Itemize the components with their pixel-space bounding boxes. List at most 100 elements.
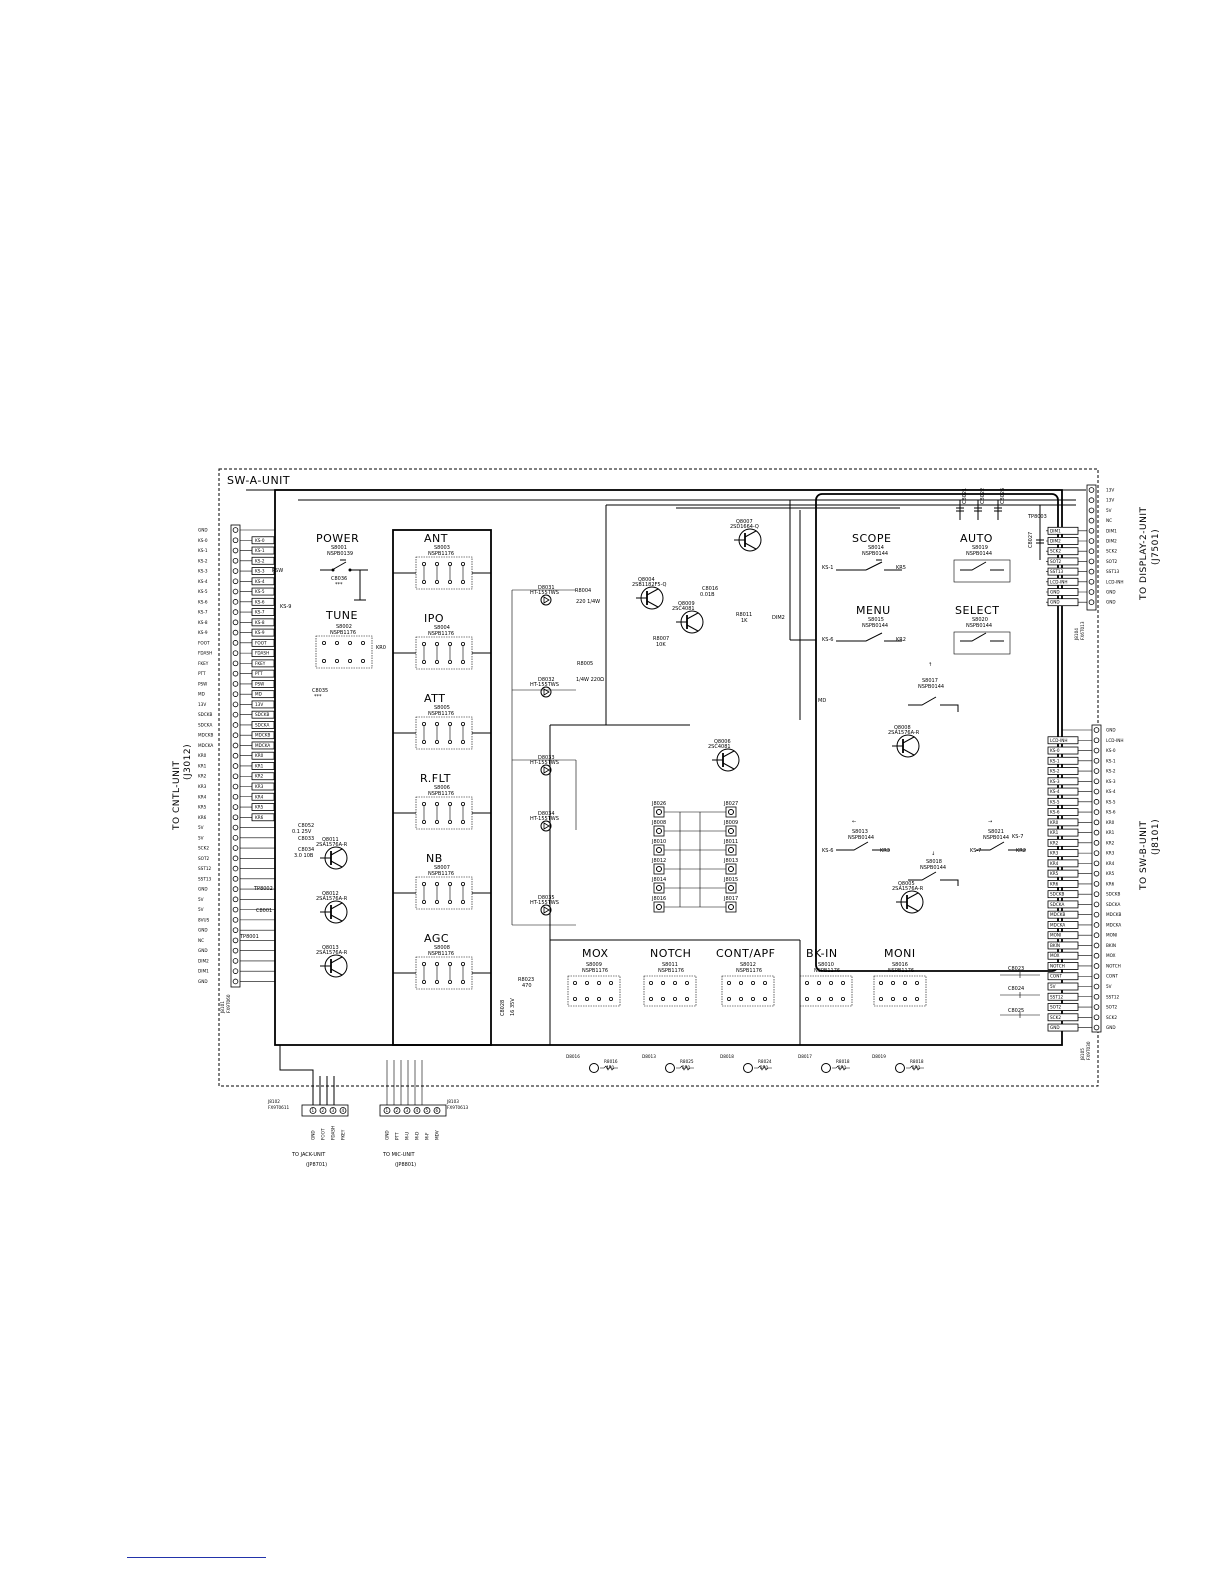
bus-tag xyxy=(1047,1003,1079,1011)
j8104-pin-label: NC xyxy=(1106,518,1112,523)
connector-j8101: GNDKS-0KS-1KS-2KS-3KS-4KS-5KS-6KS-7KS-8K… xyxy=(172,524,275,1014)
bus-tag xyxy=(1047,849,1079,858)
switch-contact xyxy=(447,962,452,967)
svg-text:C8027: C8027 xyxy=(1028,532,1034,548)
j8105-pin-label: SST12 xyxy=(1106,994,1120,999)
bus-tag-label: FKEY xyxy=(255,661,266,666)
switch-contact xyxy=(763,981,768,986)
switch-contact xyxy=(434,562,439,567)
j8101-pin-label: KS-7 xyxy=(198,610,208,615)
pin-circle xyxy=(1093,809,1100,815)
switch-label: R.FLT xyxy=(420,772,451,785)
j8104-pin-label: DIM2 xyxy=(1106,539,1117,544)
bus-tag-label: MDCKA xyxy=(255,743,270,748)
switch-menu[interactable]: MENU S8015 NSPB0144 KS-6 KR2 xyxy=(822,604,906,643)
svg-text:J8103: J8103 xyxy=(446,1099,459,1104)
j8101-pin-label: KR6 xyxy=(198,815,207,820)
pin-circle xyxy=(1093,850,1100,856)
pin-circle xyxy=(1093,952,1100,959)
switch-contact xyxy=(447,980,452,985)
j8104-dest-ref: (J7501) xyxy=(1151,529,1161,565)
j8104-pin-label: 5V xyxy=(1106,508,1112,513)
bus-tag xyxy=(251,690,275,699)
switch-select[interactable]: SELECT S8020 NSPB0144 xyxy=(953,604,1011,655)
svg-text:R8007: R8007 xyxy=(653,636,669,642)
switch-contact xyxy=(421,642,426,647)
switch-contact xyxy=(434,820,439,825)
svg-text:S8018: S8018 xyxy=(926,859,942,865)
jumper-pad xyxy=(728,847,734,853)
switch-auto[interactable]: AUTO S8019 NSPB0144 xyxy=(953,532,1011,583)
pin-number: 6 xyxy=(436,1108,439,1113)
jumper-left-label: J8012 xyxy=(651,858,666,864)
bus-tag xyxy=(1047,828,1079,837)
pin-circle xyxy=(1093,840,1100,846)
switch-scope[interactable]: SCOPE S8014 NSPB0144 KS-1 KR5 xyxy=(822,532,906,571)
led-part: HT-155TWS xyxy=(530,760,559,766)
switch-left[interactable]: ← S8013 NSPB0144 KS-6 KR3 xyxy=(822,819,890,854)
bus-tag xyxy=(251,649,275,658)
left-signal-bus: KS-0KS-1KS-2KS-3KS-4KS-5KS-6KS-7KS-8KS-9… xyxy=(251,536,275,822)
jack-pin-label: FKEY xyxy=(341,1129,346,1140)
jumper-left-label: J8016 xyxy=(651,896,666,902)
transistor-emitter xyxy=(906,904,919,912)
switch-contact xyxy=(751,997,756,1002)
switch-contact xyxy=(360,659,365,664)
svg-text:NSPB0144: NSPB0144 xyxy=(983,835,1009,841)
switch-contact xyxy=(434,882,439,887)
bus-tag xyxy=(251,721,275,729)
pin-circle xyxy=(1088,487,1095,493)
bus-tag-label: SOT2 xyxy=(1050,559,1062,564)
transistor-ref: Q8012 xyxy=(322,891,339,897)
j8105-designator: J8105 xyxy=(1080,1048,1085,1061)
switch-contact xyxy=(434,580,439,585)
switch-down[interactable]: ↓ S8018 NSPB0144 xyxy=(908,851,959,886)
switch-right[interactable]: → S8021 NSPB0144 KS-7 KR2 xyxy=(970,819,1026,854)
j8105-pin-label: KS-6 xyxy=(1106,810,1116,815)
bus-tag xyxy=(1047,797,1079,806)
mic-pin-label: M-D xyxy=(415,1132,420,1140)
j8101-pin-label: SCK2 xyxy=(198,846,209,851)
bus-tag-label: DIM2 xyxy=(1050,539,1061,544)
switch-ref: S8012 xyxy=(740,962,756,968)
switch-tune[interactable]: TUNE S8002 NSPB1176 xyxy=(315,609,373,669)
pin-circle xyxy=(1093,983,1100,990)
pin-circle xyxy=(1093,768,1100,774)
svg-text:C8024: C8024 xyxy=(1008,986,1024,992)
jumper-right xyxy=(725,863,737,875)
bus-tag xyxy=(1047,880,1079,888)
transistor-part: 2SA1576A-R xyxy=(888,730,920,736)
switch-body xyxy=(415,876,473,910)
svg-text:C8026: C8026 xyxy=(1000,488,1006,504)
switch-up[interactable]: ↑ S8017 NSPB0144 xyxy=(908,662,959,712)
j8101-pin-label: 5V xyxy=(198,907,204,912)
misc-labels: C8052 0.1 25V C8033 C8034 3.0 10B C8001 … xyxy=(239,488,1047,1016)
pin-circle xyxy=(1088,599,1095,605)
svg-text:C8023: C8023 xyxy=(1008,966,1024,972)
j8105-pin-label: KS-0 xyxy=(1106,748,1116,753)
svg-text:16 35V: 16 35V xyxy=(510,998,516,1016)
switch-power[interactable]: POWER S8001 NSPB0139 C8036 *** xyxy=(316,532,368,601)
pin-circle xyxy=(1093,1024,1100,1031)
j8101-pin-label: KS-8 xyxy=(198,620,208,625)
switch-body xyxy=(799,975,853,1007)
led-part: HT-155TWS xyxy=(530,590,559,596)
pin-circle xyxy=(232,804,239,810)
svg-text:R8004: R8004 xyxy=(575,588,591,594)
switch-part: NSPB1176 xyxy=(428,871,454,877)
svg-text:KR5: KR5 xyxy=(896,565,906,571)
j8101-pin-label: 8VUS xyxy=(198,917,210,922)
